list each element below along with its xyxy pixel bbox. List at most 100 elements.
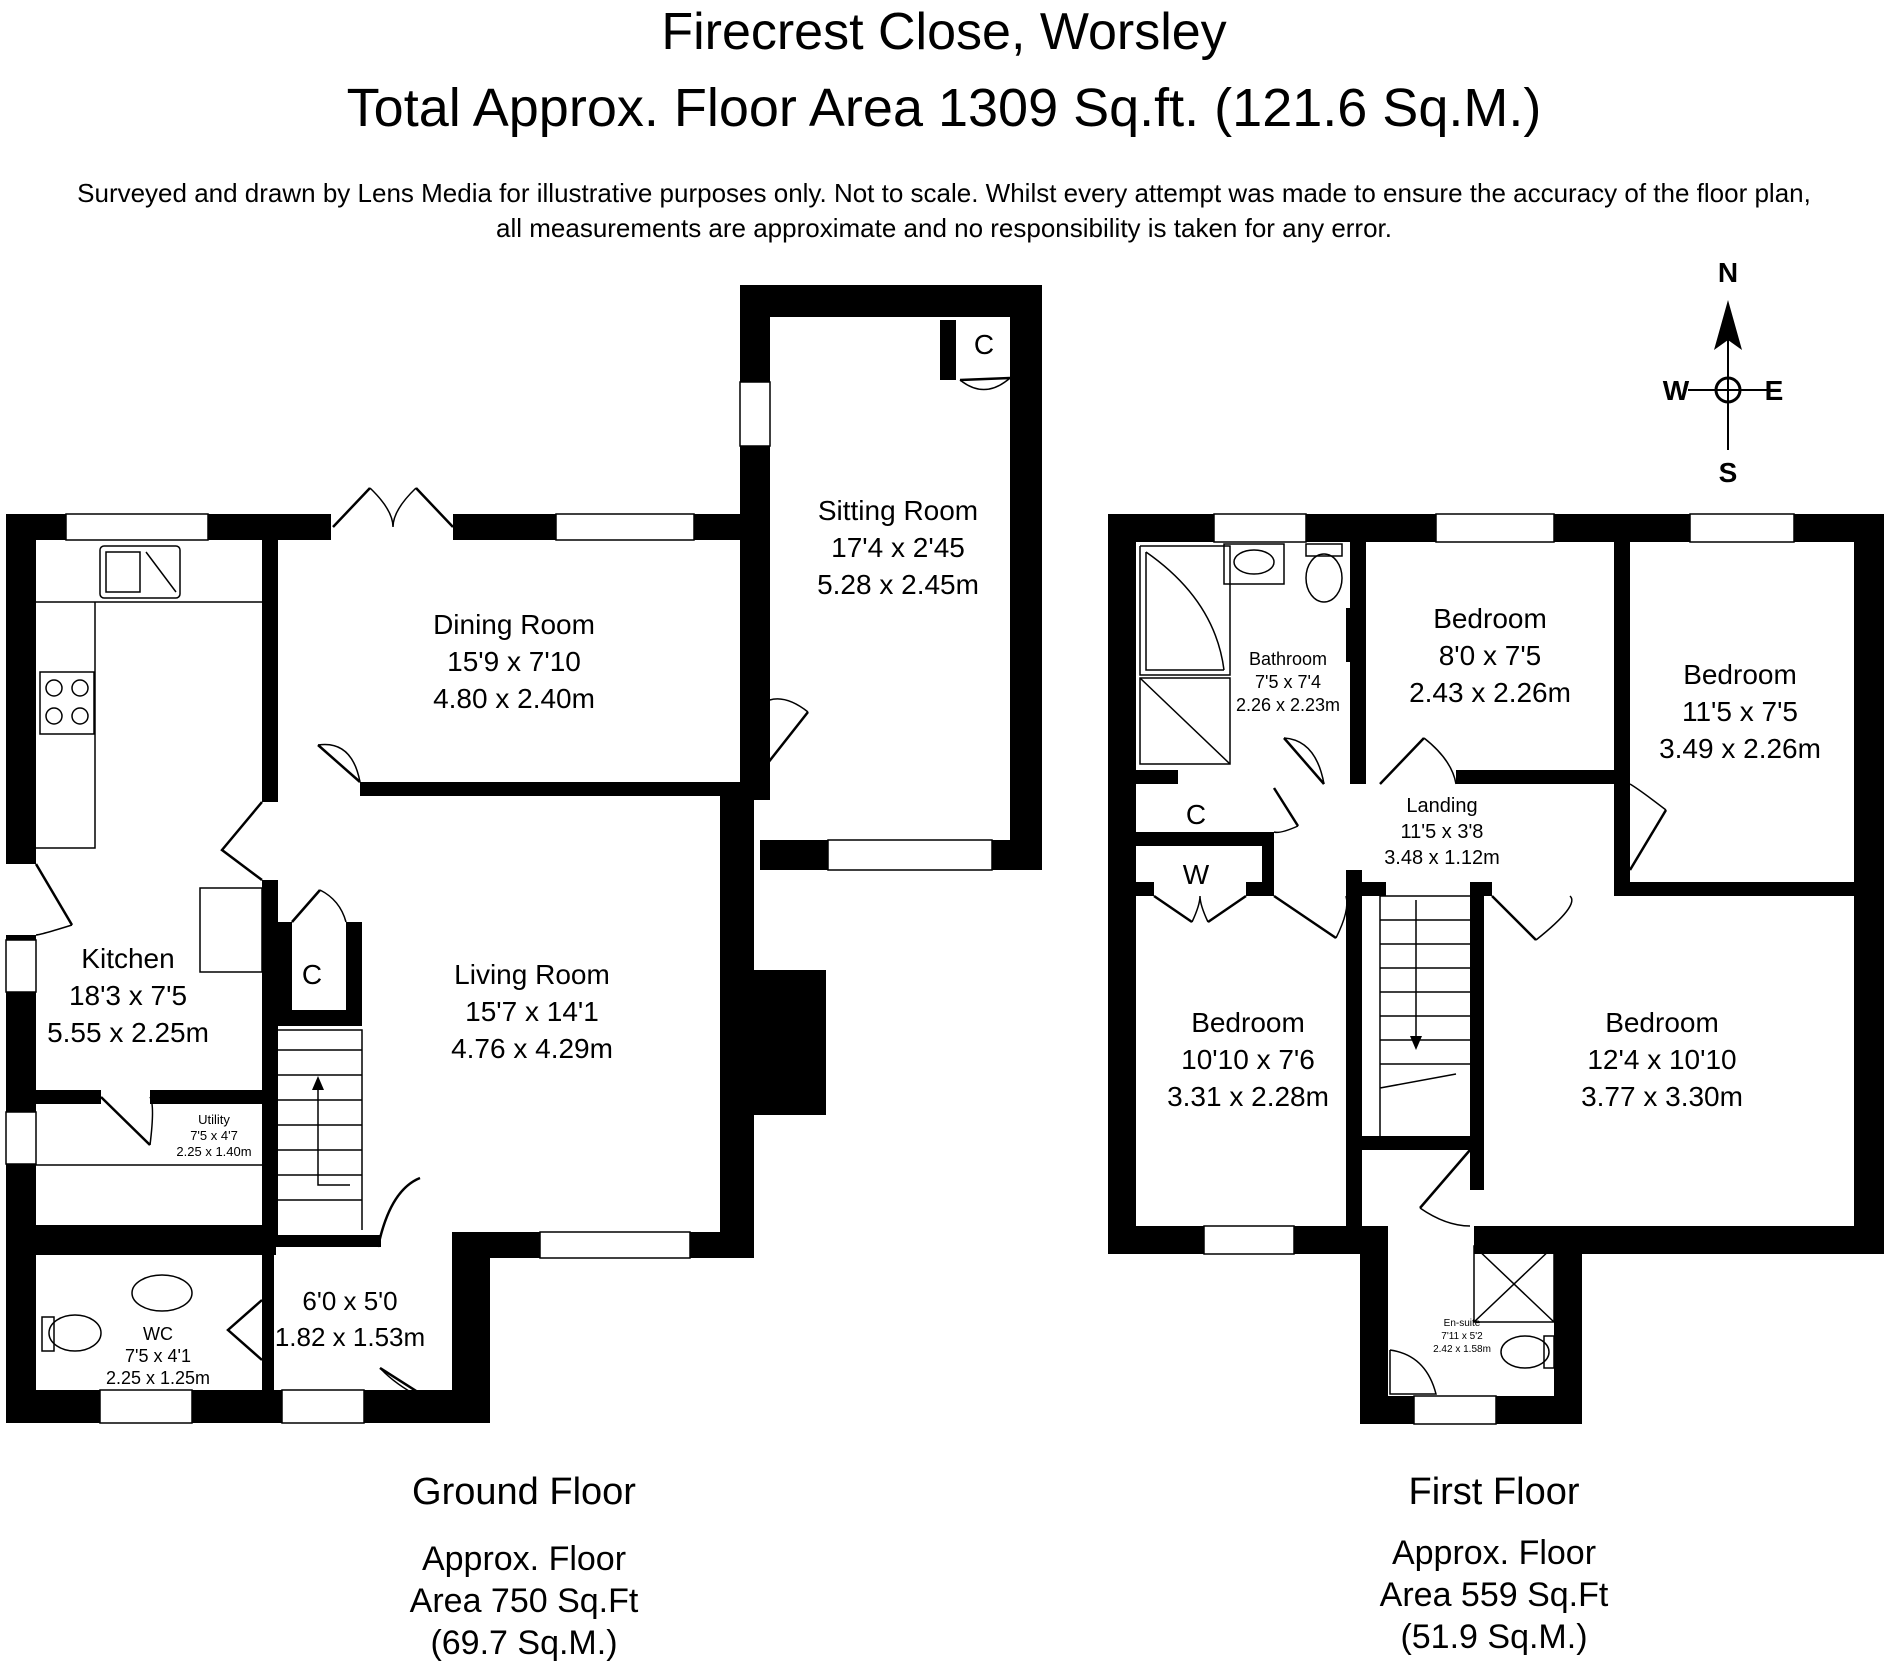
first-floor-fixtures	[1139, 543, 1555, 1395]
basin-icon	[1389, 1349, 1437, 1395]
window	[827, 839, 993, 871]
shower-tray-icon	[1139, 677, 1231, 765]
dining-room-label: Dining Room	[433, 609, 595, 640]
window	[65, 513, 209, 541]
compass-w: W	[1663, 375, 1690, 406]
kitchen-label: Kitchen	[81, 943, 174, 974]
window	[281, 1389, 365, 1424]
window	[739, 381, 771, 447]
living-room-metric: 4.76 x 4.29m	[451, 1033, 613, 1064]
first-floor-doors	[1153, 737, 1668, 1227]
basin-icon	[1223, 543, 1285, 585]
ground-floor-doors	[34, 376, 1011, 1412]
window	[1435, 513, 1555, 543]
wc-imperial: 7'5 x 4'1	[125, 1346, 191, 1366]
dining-room-metric: 4.80 x 2.40m	[433, 683, 595, 714]
landing-metric: 3.48 x 1.12m	[1384, 847, 1500, 869]
hall-metric: 1.82 x 1.53m	[275, 1322, 425, 1352]
window	[539, 1231, 691, 1259]
first-floor-interior-walls	[1136, 542, 1884, 1226]
landing-label: Landing	[1406, 795, 1477, 817]
first-floor-area-line-2: Area 559 Sq.Ft	[1380, 1576, 1609, 1614]
disclaimer-line-1: Surveyed and drawn by Lens Media for ill…	[77, 178, 1811, 208]
first-floor-area-line-3: (51.9 Sq.M.)	[1400, 1618, 1587, 1656]
shower-icon	[1473, 1245, 1555, 1323]
kitchen-imperial: 18'3 x 7'5	[69, 980, 187, 1011]
bedroom-3-metric: 3.49 x 2.26m	[1659, 733, 1821, 764]
compass-n: N	[1718, 257, 1738, 288]
window	[555, 513, 695, 541]
disclaimer-line-2: all measurements are approximate and no …	[496, 213, 1392, 243]
ground-floor-title: Ground Floor	[412, 1471, 636, 1513]
bathroom-label: Bathroom	[1249, 649, 1327, 669]
ground-floor-labels: Kitchen 18'3 x 7'5 5.55 x 2.25m Dining R…	[47, 329, 994, 1662]
page-title: Firecrest Close, Worsley	[661, 3, 1227, 61]
bedroom-1-imperial: 12'4 x 10'10	[1587, 1044, 1736, 1075]
wc-label: WC	[143, 1324, 173, 1344]
bath-icon	[1139, 545, 1231, 676]
bedroom-4-metric: 3.31 x 2.28m	[1167, 1081, 1329, 1112]
bedroom-1-metric: 3.77 x 3.30m	[1581, 1081, 1743, 1112]
compass-e: E	[1765, 375, 1784, 406]
sitting-room-imperial: 17'4 x 2'45	[831, 532, 965, 563]
kitchen-metric: 5.55 x 2.25m	[47, 1017, 209, 1048]
window	[1413, 1395, 1497, 1425]
window	[5, 1111, 37, 1165]
toilet-icon	[1305, 553, 1343, 603]
first-floor-title: First Floor	[1409, 1471, 1580, 1513]
ground-floor-interior-walls	[36, 320, 956, 1410]
hall-imperial: 6'0 x 5'0	[302, 1286, 397, 1316]
sitting-room-metric: 5.28 x 2.45m	[817, 569, 979, 600]
utility-label: Utility	[198, 1112, 230, 1127]
sitting-room-label: Sitting Room	[818, 495, 978, 526]
landing-cupboard: C	[1186, 799, 1206, 830]
basin-icon	[131, 1274, 193, 1312]
living-room-cupboard: C	[302, 959, 322, 990]
utility-metric: 2.25 x 1.40m	[176, 1144, 251, 1159]
landing-imperial: 11'5 x 3'8	[1401, 821, 1484, 843]
hob-icon	[39, 671, 95, 735]
ensuite-label: En-suite	[1444, 1318, 1481, 1329]
wc-metric: 2.25 x 1.25m	[106, 1368, 210, 1388]
stairs-icon	[1379, 895, 1470, 1136]
compass: N S W E	[1663, 257, 1784, 488]
bedroom-3-imperial: 11'5 x 7'5	[1682, 696, 1798, 727]
bedroom-2-label: Bedroom	[1433, 603, 1547, 634]
utility-imperial: 7'5 x 4'7	[190, 1128, 238, 1143]
bedroom-2-metric: 2.43 x 2.26m	[1409, 677, 1571, 708]
sitting-room-cupboard: C	[974, 329, 994, 360]
disclaimer: Surveyed and drawn by Lens Media for ill…	[0, 176, 1888, 246]
ground-floor-area-line-1: Approx. Floor	[422, 1540, 626, 1578]
toilet-icon	[1500, 1335, 1550, 1369]
living-room-label: Living Room	[454, 959, 610, 990]
toilet-icon	[48, 1314, 102, 1352]
ground-floor-fixtures	[36, 545, 797, 1352]
sink-icon	[99, 545, 181, 599]
ground-floor-plan: Kitchen 18'3 x 7'5 5.55 x 2.25m Dining R…	[5, 285, 1042, 1662]
living-room-imperial: 15'7 x 14'1	[465, 996, 599, 1027]
bedroom-4-imperial: 10'10 x 7'6	[1181, 1044, 1315, 1075]
first-floor-labels: Bathroom 7'5 x 7'4 2.26 x 2.23m Bedroom …	[1167, 603, 1821, 1656]
dining-room-imperial: 15'9 x 7'10	[447, 646, 581, 677]
window	[1689, 513, 1795, 543]
compass-s: S	[1719, 457, 1738, 488]
window	[1203, 1225, 1295, 1255]
bedroom-3-label: Bedroom	[1683, 659, 1797, 690]
first-floor-plan: Bathroom 7'5 x 7'4 2.26 x 2.23m Bedroom …	[1108, 513, 1884, 1656]
window	[5, 939, 37, 993]
bathroom-imperial: 7'5 x 7'4	[1255, 672, 1321, 692]
bathroom-metric: 2.26 x 2.23m	[1236, 695, 1340, 715]
fireplace-icon	[755, 995, 797, 1061]
ground-floor-area-line-2: Area 750 Sq.Ft	[410, 1582, 639, 1620]
ground-floor-area-line-3: (69.7 Sq.M.)	[430, 1624, 617, 1662]
ensuite-imperial: 7'11 x 5'2	[1441, 1331, 1483, 1342]
window	[99, 1389, 193, 1424]
wardrobe: W	[1183, 859, 1210, 890]
bedroom-2-imperial: 8'0 x 7'5	[1439, 640, 1542, 671]
bedroom-4-label: Bedroom	[1191, 1007, 1305, 1038]
first-floor-area-line-1: Approx. Floor	[1392, 1534, 1596, 1572]
bedroom-1-label: Bedroom	[1605, 1007, 1719, 1038]
window	[1213, 513, 1307, 543]
stairs-icon	[278, 1029, 363, 1230]
